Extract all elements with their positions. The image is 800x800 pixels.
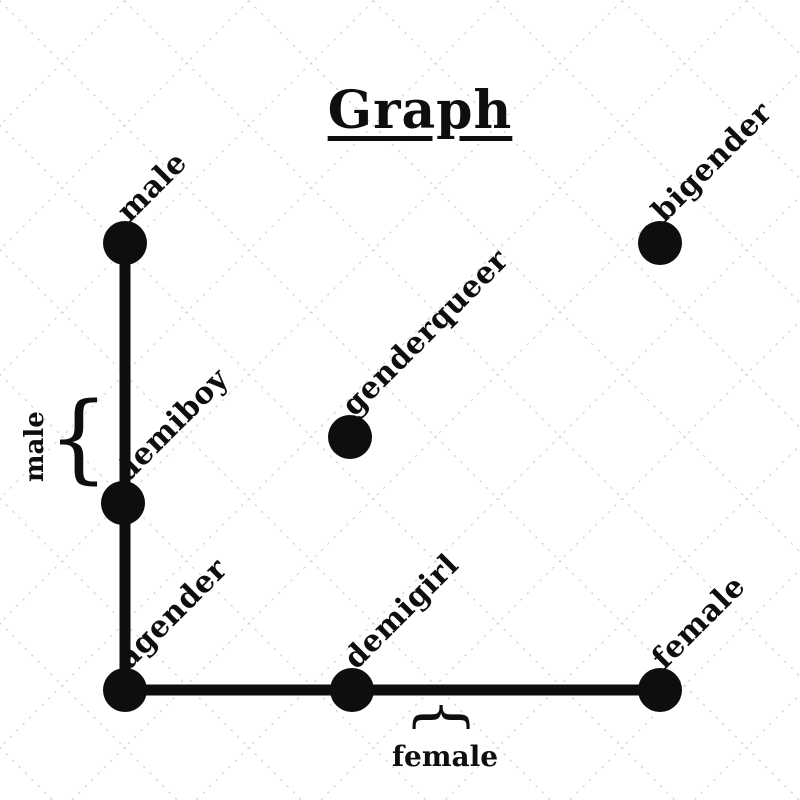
node-dot-bigender (638, 221, 682, 265)
node-dot-male (103, 221, 147, 265)
bottom-brace-icon: { (407, 697, 481, 737)
node-dot-female (638, 668, 682, 712)
node-dot-genderqueer (328, 415, 372, 459)
left-brace-label: male (20, 411, 50, 482)
diagram-title: Graph (327, 80, 513, 141)
left-brace-icon: { (48, 382, 110, 494)
node-dot-demiboy (101, 481, 145, 525)
bottom-brace-label: female (391, 740, 499, 773)
node-dot-agender (103, 668, 147, 712)
node-dot-demigirl (330, 668, 374, 712)
